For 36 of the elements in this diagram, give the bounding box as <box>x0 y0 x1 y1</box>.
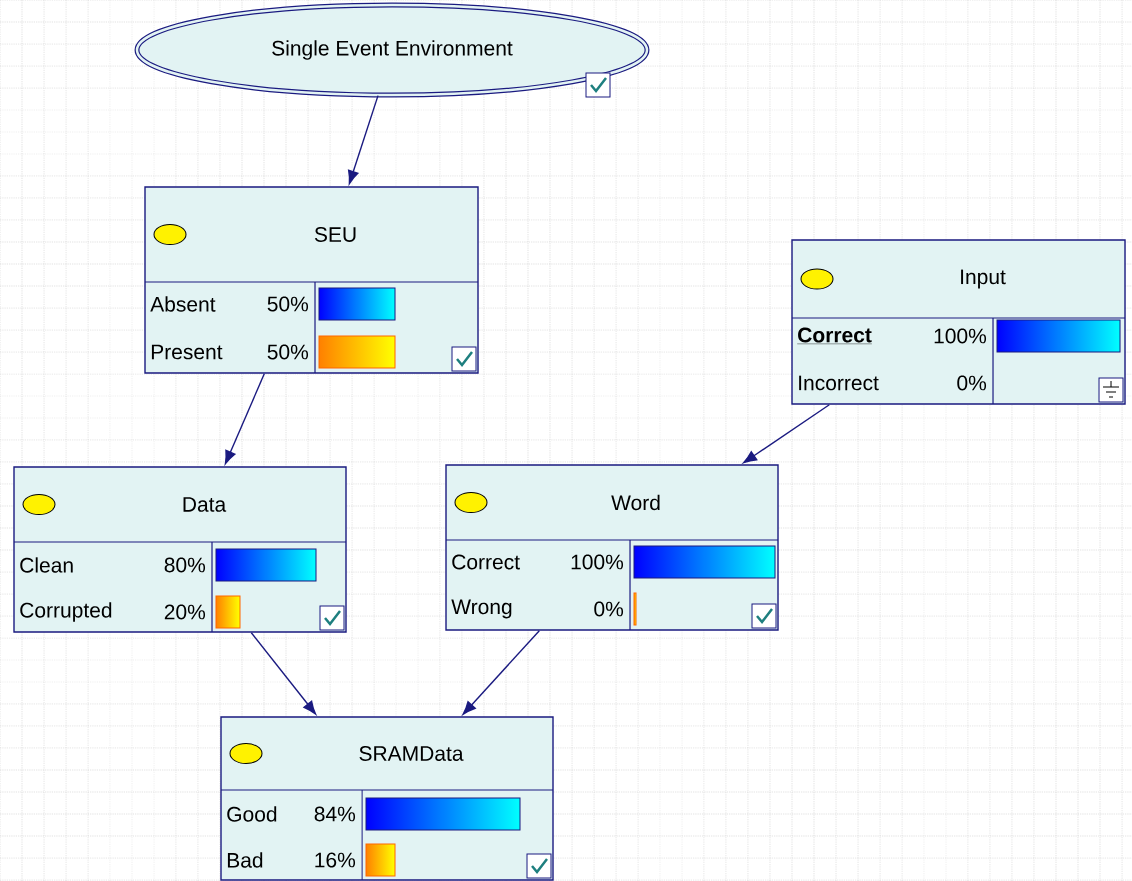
state-label: Clean <box>20 557 73 573</box>
probability-value: 20% <box>164 604 206 620</box>
network-node <box>144 186 479 374</box>
arrow <box>743 404 830 464</box>
state-label: Absent <box>150 296 216 312</box>
ellipse-node: Single Event Environment <box>134 2 650 98</box>
node-title: Data <box>183 497 227 512</box>
node-title: Input <box>961 269 1006 289</box>
probability-value: 0% <box>594 601 624 617</box>
probability-value: 100% <box>934 328 987 344</box>
state-label: Correct <box>797 327 873 345</box>
node-title: SEU <box>314 227 356 242</box>
network-node <box>791 239 1126 405</box>
probability-value: 80% <box>164 557 206 573</box>
arrow <box>462 630 540 715</box>
network-node <box>13 466 347 633</box>
arrow <box>250 632 317 715</box>
node-title: Word <box>611 494 660 511</box>
state-label: Corrupted <box>20 602 112 622</box>
probability-value: 16% <box>315 852 356 868</box>
state-label: Incorrect <box>799 375 879 391</box>
network-node <box>220 716 554 881</box>
arrow <box>348 94 379 185</box>
probability-value: 50% <box>267 296 309 312</box>
node-title: SRAMData <box>359 746 464 761</box>
arrow <box>224 373 265 465</box>
probability-value: 84% <box>314 806 356 822</box>
state-label: Bad <box>227 852 263 868</box>
state-label: Good <box>227 806 277 822</box>
probability-value: 50% <box>267 344 309 360</box>
state-label: Wrong <box>451 599 512 619</box>
state-label: Correct <box>452 554 520 570</box>
probability-value: 0% <box>957 375 987 391</box>
network-node <box>445 464 779 631</box>
state-label: Present <box>151 344 223 360</box>
probability-value: 100% <box>571 554 624 570</box>
